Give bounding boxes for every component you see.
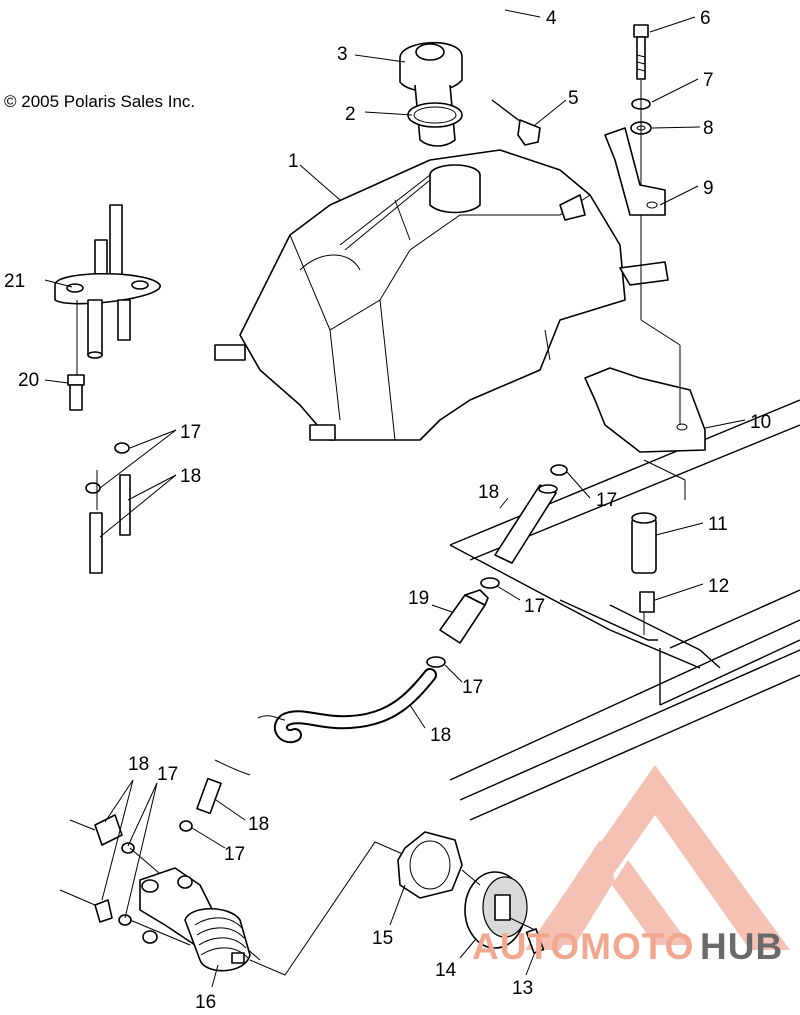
bolt xyxy=(633,24,649,80)
callout-10: 10 xyxy=(750,412,771,433)
copyright-notice: © 2005 Polaris Sales Inc. xyxy=(4,92,196,111)
fuel-filter xyxy=(439,577,500,644)
leader-lines xyxy=(44,9,746,988)
spacer xyxy=(631,512,657,574)
callout-3: 3 xyxy=(337,44,348,65)
callout-18-e: 18 xyxy=(248,814,269,835)
fuel-hose-lower xyxy=(257,668,437,744)
callout-8: 8 xyxy=(703,118,714,139)
nut xyxy=(639,591,655,613)
fuel-pump xyxy=(139,867,251,972)
screw xyxy=(67,300,85,411)
hose-clamp-a xyxy=(550,464,568,476)
callout-19: 19 xyxy=(408,588,429,609)
callout-5: 5 xyxy=(568,88,579,109)
callout-11: 11 xyxy=(708,514,728,535)
fuel-hose-upper xyxy=(494,484,558,564)
callout-20: 20 xyxy=(18,370,39,391)
vent-fitting xyxy=(517,119,541,146)
hose-clamp-c xyxy=(179,820,193,832)
callout-17-e: 17 xyxy=(157,764,178,785)
tank-bracket xyxy=(604,127,666,216)
callout-18-a: 18 xyxy=(180,466,201,487)
callout-17-f: 17 xyxy=(224,844,245,865)
fuel-cap xyxy=(399,41,463,147)
hose-pair-left xyxy=(85,442,131,574)
hose-clamp-b xyxy=(426,656,446,668)
callout-15: 15 xyxy=(372,928,393,949)
lock-ring xyxy=(397,831,463,899)
watermark-text-primary: AUTOMOTO xyxy=(472,926,695,967)
vent-hose xyxy=(474,3,526,126)
callout-14: 14 xyxy=(435,960,457,981)
watermark-logo-icon xyxy=(525,765,790,950)
callout-17-a: 17 xyxy=(180,422,201,443)
callout-7: 7 xyxy=(703,70,714,91)
callout-6: 6 xyxy=(700,8,711,29)
sender-cover xyxy=(461,869,528,949)
tank-pad xyxy=(584,319,706,453)
callout-17-b: 17 xyxy=(596,490,617,511)
callout-4: 4 xyxy=(546,8,557,29)
fuel-hose-short xyxy=(196,759,251,815)
callout-12: 12 xyxy=(708,576,729,597)
callout-21: 21 xyxy=(4,271,25,292)
callout-1: 1 xyxy=(288,151,299,172)
chassis-frame xyxy=(449,399,800,821)
watermark-text-secondary: HUB xyxy=(700,926,784,967)
callout-18-d: 18 xyxy=(128,754,149,775)
callout-labels: 1 2 3 4 5 6 7 8 9 10 11 12 13 14 15 16 1… xyxy=(4,8,771,1013)
callout-9: 9 xyxy=(703,178,714,199)
callout-13: 13 xyxy=(512,978,533,999)
fuel-tank xyxy=(214,149,669,441)
callout-18-b: 18 xyxy=(478,482,499,503)
callout-17-c: 17 xyxy=(524,596,545,617)
callout-18-c: 18 xyxy=(430,725,451,746)
sender-screw xyxy=(509,917,545,954)
o-ring xyxy=(407,102,463,128)
callout-17-d: 17 xyxy=(462,677,483,698)
fuel-valve xyxy=(54,204,161,359)
callout-16: 16 xyxy=(195,992,216,1013)
callout-2: 2 xyxy=(345,104,356,125)
